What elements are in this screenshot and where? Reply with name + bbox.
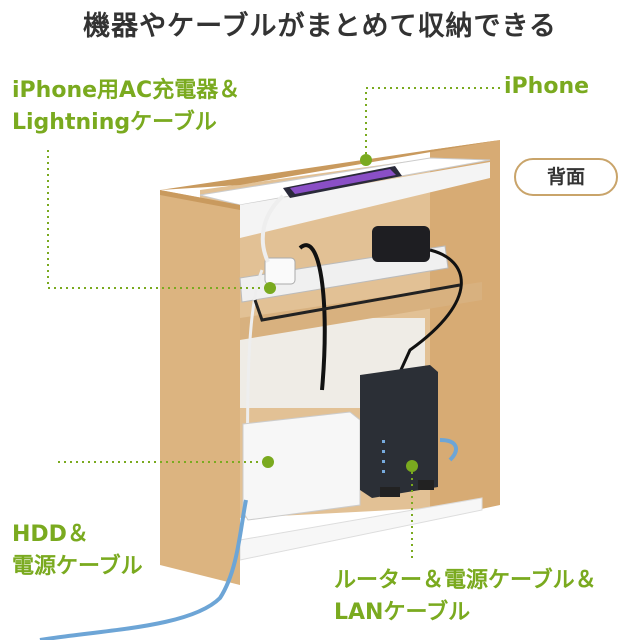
hdd-box — [242, 411, 361, 521]
router-label-line2: LANケーブル — [334, 600, 471, 625]
lan-cable — [39, 438, 458, 640]
charger-label-line2: Lightningケーブル — [12, 110, 217, 135]
middle-shelf — [240, 282, 482, 340]
charger-label-line1: iPhone用AC充電器＆ — [12, 78, 241, 103]
router-device — [360, 365, 438, 498]
router-label-line1: ルーター＆電源ケーブル＆ — [334, 568, 597, 593]
hdd-label-line2: 電源ケーブル — [12, 554, 143, 579]
leader-dots — [262, 154, 418, 472]
left-side-panel — [160, 190, 240, 585]
right-side-panel — [430, 140, 500, 520]
ac-adapter — [372, 226, 430, 262]
hdd-label-line1: HDD＆ — [12, 522, 89, 547]
iphone-label: iPhone — [504, 74, 590, 99]
leader-lines — [47, 87, 500, 560]
usb-charger — [264, 257, 296, 285]
router-leds — [382, 440, 385, 473]
back-view-badge: 背面 — [514, 158, 618, 196]
page-title: 機器やケーブルがまとめて収納できる — [83, 11, 557, 42]
